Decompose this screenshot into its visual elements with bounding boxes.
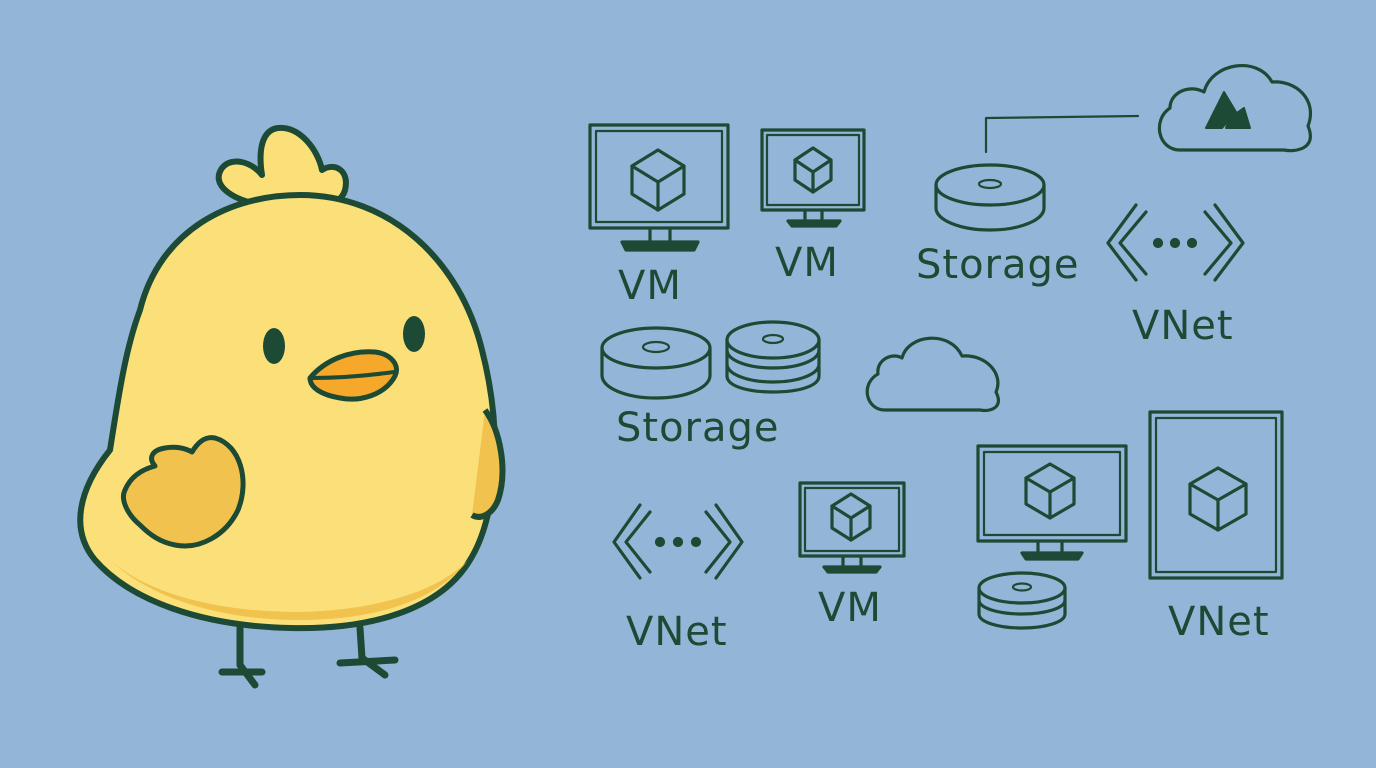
- cube-icon: [830, 492, 872, 542]
- chick-wing: [121, 435, 246, 549]
- cloud-icon: [865, 336, 1000, 413]
- chick-belly-shade: [110, 560, 468, 620]
- vnet-label: VNet: [1132, 303, 1234, 349]
- chick-mascot: [77, 124, 506, 689]
- cube-icon: [1024, 462, 1076, 520]
- cube-icon: [793, 146, 833, 194]
- monitor-vm-icon: [976, 444, 1128, 561]
- vm-label: VM: [818, 585, 882, 631]
- chick-eye-right: [403, 316, 425, 352]
- chick-eye-left: [263, 328, 285, 364]
- vm-label: VM: [618, 263, 682, 309]
- storage-disk-icon: [600, 326, 712, 400]
- vnet-panel-icon: [1148, 410, 1284, 580]
- azure-cloud-icon: [1157, 64, 1312, 153]
- storage-disk-icon: [725, 320, 821, 394]
- vm-label: VM: [775, 240, 839, 286]
- cube-icon: [630, 148, 686, 212]
- chick-back-wing: [470, 408, 506, 520]
- chick-feet: [218, 624, 399, 689]
- storage-label: Storage: [616, 405, 780, 451]
- storage-disk-icon: [934, 163, 1046, 232]
- vnet-label: VNet: [626, 609, 728, 655]
- storage-label: Storage: [916, 242, 1080, 288]
- vnet-label: VNet: [1168, 599, 1270, 645]
- chick-body: [77, 192, 498, 632]
- monitor-vm-icon: [798, 481, 906, 574]
- monitor-vm-icon: [588, 123, 730, 252]
- monitor-vm-icon: [760, 128, 866, 228]
- chick-tuft: [215, 124, 349, 213]
- vnet-brackets-icon: [1106, 203, 1245, 282]
- storage-disk-icon: [977, 571, 1067, 630]
- azure-logo-icon: [1205, 91, 1251, 129]
- cube-icon: [1188, 466, 1248, 532]
- connector-line: [984, 114, 1140, 154]
- vnet-brackets-icon: [612, 503, 744, 580]
